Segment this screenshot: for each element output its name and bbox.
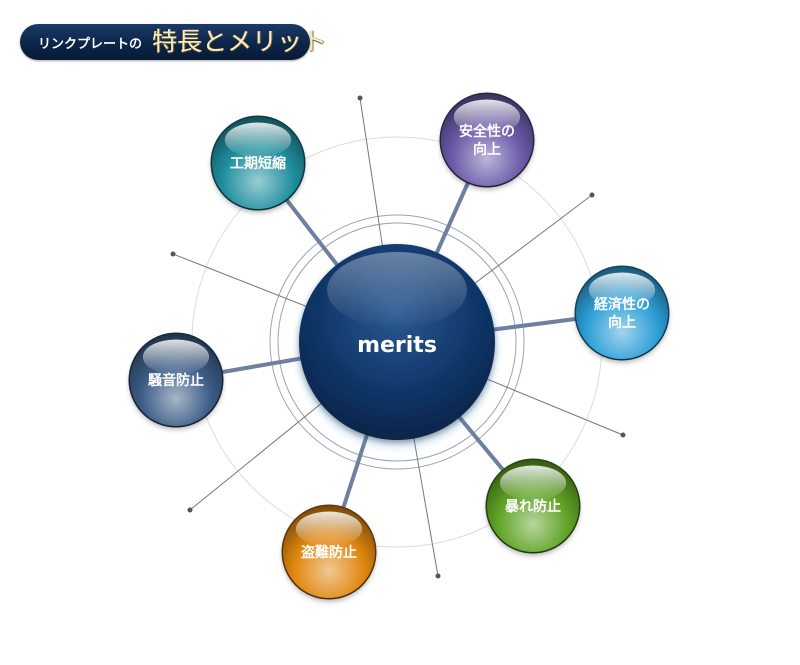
- center-node: merits: [291, 242, 503, 454]
- title-main: 特長とメリット: [152, 27, 328, 56]
- node-label: 盗難防止: [301, 544, 357, 561]
- node-label: 経済性の: [594, 296, 650, 313]
- node-sheen: [453, 99, 521, 135]
- node-label: 向上: [473, 141, 501, 158]
- spoke-dots: [170, 95, 626, 579]
- benefit-node-tonan: 盗難防止: [281, 504, 377, 600]
- node-label: 騒音防止: [148, 372, 204, 389]
- node-sheen: [142, 339, 210, 375]
- node-label: 安全性の: [459, 123, 515, 140]
- inner-ring-inner: [277, 222, 517, 462]
- spoke-dot: [187, 507, 193, 513]
- node-sheen: [295, 511, 363, 547]
- spoke-dot: [170, 251, 176, 257]
- node-sheen: [499, 465, 567, 501]
- node-label: 暴れ防止: [504, 498, 561, 515]
- title-banner: リンクプレートの 特長とメリット: [20, 24, 327, 60]
- center-sheen: [327, 252, 467, 328]
- spoke-dot: [620, 432, 626, 438]
- title-prefix: リンクプレートの: [38, 37, 143, 52]
- spoke-dot: [435, 573, 441, 579]
- inner-ring-outer: [269, 214, 525, 470]
- benefit-node-koki: 工期短縮: [210, 115, 306, 211]
- spoke-dot: [357, 95, 363, 101]
- node-label: 工期短縮: [230, 155, 286, 172]
- node-label: 向上: [608, 314, 636, 331]
- benefit-node-soon: 騒音防止: [128, 332, 224, 428]
- center-label: merits: [357, 333, 437, 358]
- benefit-node-abare: 暴れ防止: [485, 458, 581, 554]
- spoke-dot: [589, 192, 595, 198]
- node-sheen: [588, 272, 656, 308]
- node-sheen: [224, 122, 292, 158]
